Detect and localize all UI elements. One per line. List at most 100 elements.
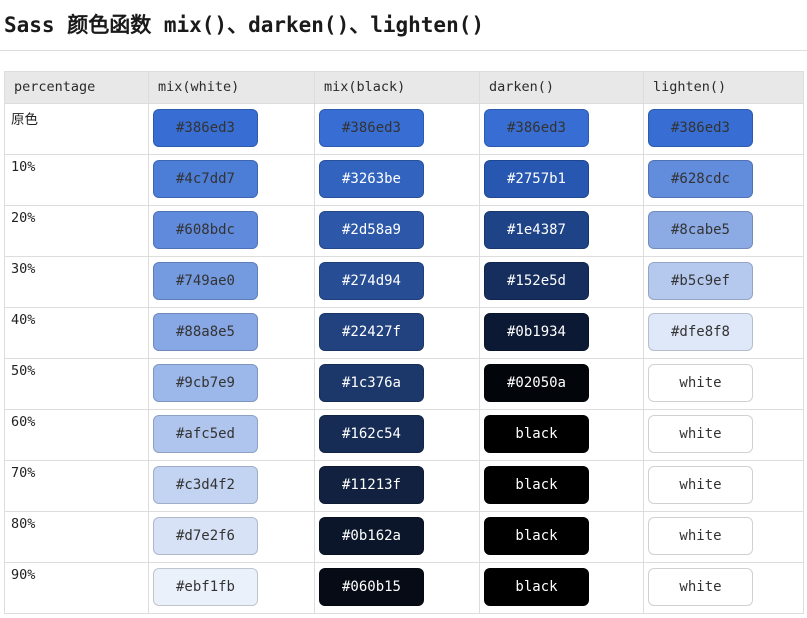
color-swatch: #22427f [319, 313, 424, 351]
page-title: Sass 颜色函数 mix()、darken()、lighten() [0, 0, 807, 51]
color-swatch: #b5c9ef [648, 262, 753, 300]
color-swatch: white [648, 568, 753, 606]
color-swatch: white [648, 415, 753, 453]
table-row: 60%#afc5ed #162c54 black white [4, 409, 804, 461]
swatch-cell: white [643, 358, 804, 410]
swatch-cell: #1e4387 [479, 205, 644, 257]
color-swatch: #386ed3 [319, 109, 424, 147]
color-swatch: #162c54 [319, 415, 424, 453]
row-label: 10% [4, 154, 149, 206]
swatch-cell: #152e5d [479, 256, 644, 308]
row-label: 60% [4, 409, 149, 461]
swatch-cell: #22427f [314, 307, 480, 359]
swatch-cell: black [479, 460, 644, 512]
column-header: lighten() [643, 71, 804, 104]
column-header: mix(black) [314, 71, 480, 104]
color-swatch: #02050a [484, 364, 589, 402]
swatch-cell: white [643, 511, 804, 563]
color-swatch: white [648, 466, 753, 504]
swatch-cell: #162c54 [314, 409, 480, 461]
table-row: 40%#88a8e5 #22427f #0b1934 #dfe8f8 [4, 307, 804, 359]
color-swatch: #749ae0 [153, 262, 258, 300]
color-swatch: #afc5ed [153, 415, 258, 453]
swatch-cell: #628cdc [643, 154, 804, 206]
row-label: 40% [4, 307, 149, 359]
swatch-cell: #386ed3 [314, 103, 480, 155]
swatch-cell: #0b162a [314, 511, 480, 563]
color-swatch: #c3d4f2 [153, 466, 258, 504]
color-swatch: white [648, 364, 753, 402]
column-header: percentage [4, 71, 149, 104]
swatch-cell: #ebf1fb [148, 562, 315, 614]
color-swatch: black [484, 415, 589, 453]
row-label: 30% [4, 256, 149, 308]
color-swatch: #3263be [319, 160, 424, 198]
swatch-cell: #8cabe5 [643, 205, 804, 257]
swatch-cell: #386ed3 [479, 103, 644, 155]
row-label: 20% [4, 205, 149, 257]
swatch-cell: #386ed3 [643, 103, 804, 155]
swatch-cell: #c3d4f2 [148, 460, 315, 512]
swatch-cell: #2757b1 [479, 154, 644, 206]
color-swatch: #d7e2f6 [153, 517, 258, 555]
swatch-cell: black [479, 562, 644, 614]
swatch-cell: #9cb7e9 [148, 358, 315, 410]
color-swatch: #386ed3 [153, 109, 258, 147]
color-swatch: #ebf1fb [153, 568, 258, 606]
swatch-cell: #b5c9ef [643, 256, 804, 308]
swatch-cell: #dfe8f8 [643, 307, 804, 359]
color-swatch: #4c7dd7 [153, 160, 258, 198]
swatch-cell: #2d58a9 [314, 205, 480, 257]
color-swatch: black [484, 466, 589, 504]
color-swatch: white [648, 517, 753, 555]
row-label: 90% [4, 562, 149, 614]
color-swatch: #608bdc [153, 211, 258, 249]
color-swatch: #88a8e5 [153, 313, 258, 351]
swatch-cell: #d7e2f6 [148, 511, 315, 563]
row-label: 50% [4, 358, 149, 410]
swatch-cell: white [643, 460, 804, 512]
column-header: mix(white) [148, 71, 315, 104]
color-swatch: black [484, 517, 589, 555]
color-swatch: #8cabe5 [648, 211, 753, 249]
table-row: 20%#608bdc #2d58a9 #1e4387 #8cabe5 [4, 205, 804, 257]
swatch-cell: #749ae0 [148, 256, 315, 308]
color-swatch: #2757b1 [484, 160, 589, 198]
swatch-cell: #11213f [314, 460, 480, 512]
swatch-cell: #88a8e5 [148, 307, 315, 359]
swatch-cell: #608bdc [148, 205, 315, 257]
row-label: 70% [4, 460, 149, 512]
color-swatch: #11213f [319, 466, 424, 504]
swatch-cell: #4c7dd7 [148, 154, 315, 206]
table-row: 原色#386ed3#386ed3#386ed3#386ed3 [4, 103, 804, 155]
column-header: darken() [479, 71, 644, 104]
row-label: 原色 [4, 103, 149, 155]
color-swatch: #1e4387 [484, 211, 589, 249]
color-swatch: #386ed3 [484, 109, 589, 147]
color-swatch: #2d58a9 [319, 211, 424, 249]
color-swatch: #386ed3 [648, 109, 753, 147]
color-swatch: #1c376a [319, 364, 424, 402]
color-swatch: #274d94 [319, 262, 424, 300]
swatch-cell: #274d94 [314, 256, 480, 308]
table-row: 70%#c3d4f2 #11213f black white [4, 460, 804, 512]
table-row: 30%#749ae0 #274d94 #152e5d#b5c9ef [4, 256, 804, 308]
swatch-cell: black [479, 409, 644, 461]
table-row: 10%#4c7dd7 #3263be #2757b1 #628cdc [4, 154, 804, 206]
swatch-cell: white [643, 562, 804, 614]
swatch-cell: #0b1934 [479, 307, 644, 359]
table-row: 50%#9cb7e9#1c376a #02050a white [4, 358, 804, 410]
row-label: 80% [4, 511, 149, 563]
color-swatch: #628cdc [648, 160, 753, 198]
swatch-cell: #386ed3 [148, 103, 315, 155]
swatch-cell: #02050a [479, 358, 644, 410]
swatch-cell: white [643, 409, 804, 461]
color-swatch: #0b1934 [484, 313, 589, 351]
swatch-cell: #060b15 [314, 562, 480, 614]
color-swatch: #060b15 [319, 568, 424, 606]
